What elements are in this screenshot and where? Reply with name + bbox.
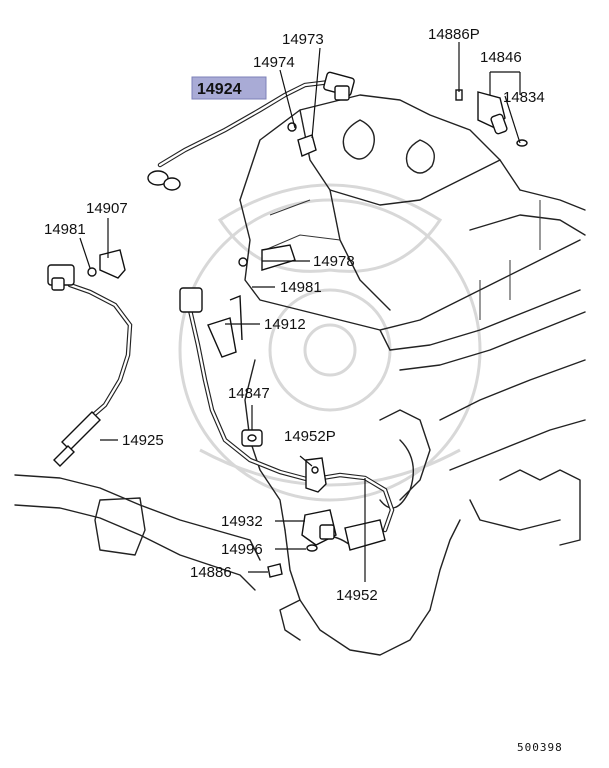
label-14996: 14996 xyxy=(221,541,263,558)
exhaust-pipe xyxy=(14,474,261,591)
crank-sensor-14932 xyxy=(267,509,386,578)
bracket-14974 xyxy=(287,122,317,157)
label-14847: 14847 xyxy=(228,385,270,402)
part-labels: 14924 14973 14974 14886P 14846 14834 149… xyxy=(44,26,563,754)
label-14981-left: 14981 xyxy=(44,221,86,238)
clip-14952P xyxy=(305,457,327,493)
label-14925: 14925 xyxy=(122,432,164,449)
label-14952: 14952 xyxy=(336,587,378,604)
figure-code: 500398 xyxy=(517,741,563,754)
highlight-box-14924 xyxy=(191,76,267,100)
label-14886P: 14886P xyxy=(428,26,480,43)
label-14932: 14932 xyxy=(221,513,263,530)
harness-14912 xyxy=(179,287,395,533)
engine-block xyxy=(239,94,586,656)
label-14834: 14834 xyxy=(503,89,545,106)
label-14886: 14886 xyxy=(190,564,232,581)
bracket-14907 xyxy=(87,249,126,279)
label-14974: 14974 xyxy=(253,54,295,71)
label-14912: 14912 xyxy=(264,316,306,333)
label-14978: 14978 xyxy=(313,253,355,270)
watermark-emblem xyxy=(178,183,482,502)
label-14924: 14924 xyxy=(197,81,242,98)
label-14981-center: 14981 xyxy=(280,279,322,296)
spacer-14847 xyxy=(241,429,263,447)
oxygen-sensor-14925 xyxy=(47,264,133,467)
oxygen-sensor-14924 xyxy=(147,71,355,191)
label-14952P: 14952P xyxy=(284,428,336,445)
bracket-14978 xyxy=(238,244,296,271)
label-14846: 14846 xyxy=(480,49,522,66)
leader-lines xyxy=(79,42,521,582)
label-14973: 14973 xyxy=(282,31,324,48)
label-14907: 14907 xyxy=(86,200,128,217)
